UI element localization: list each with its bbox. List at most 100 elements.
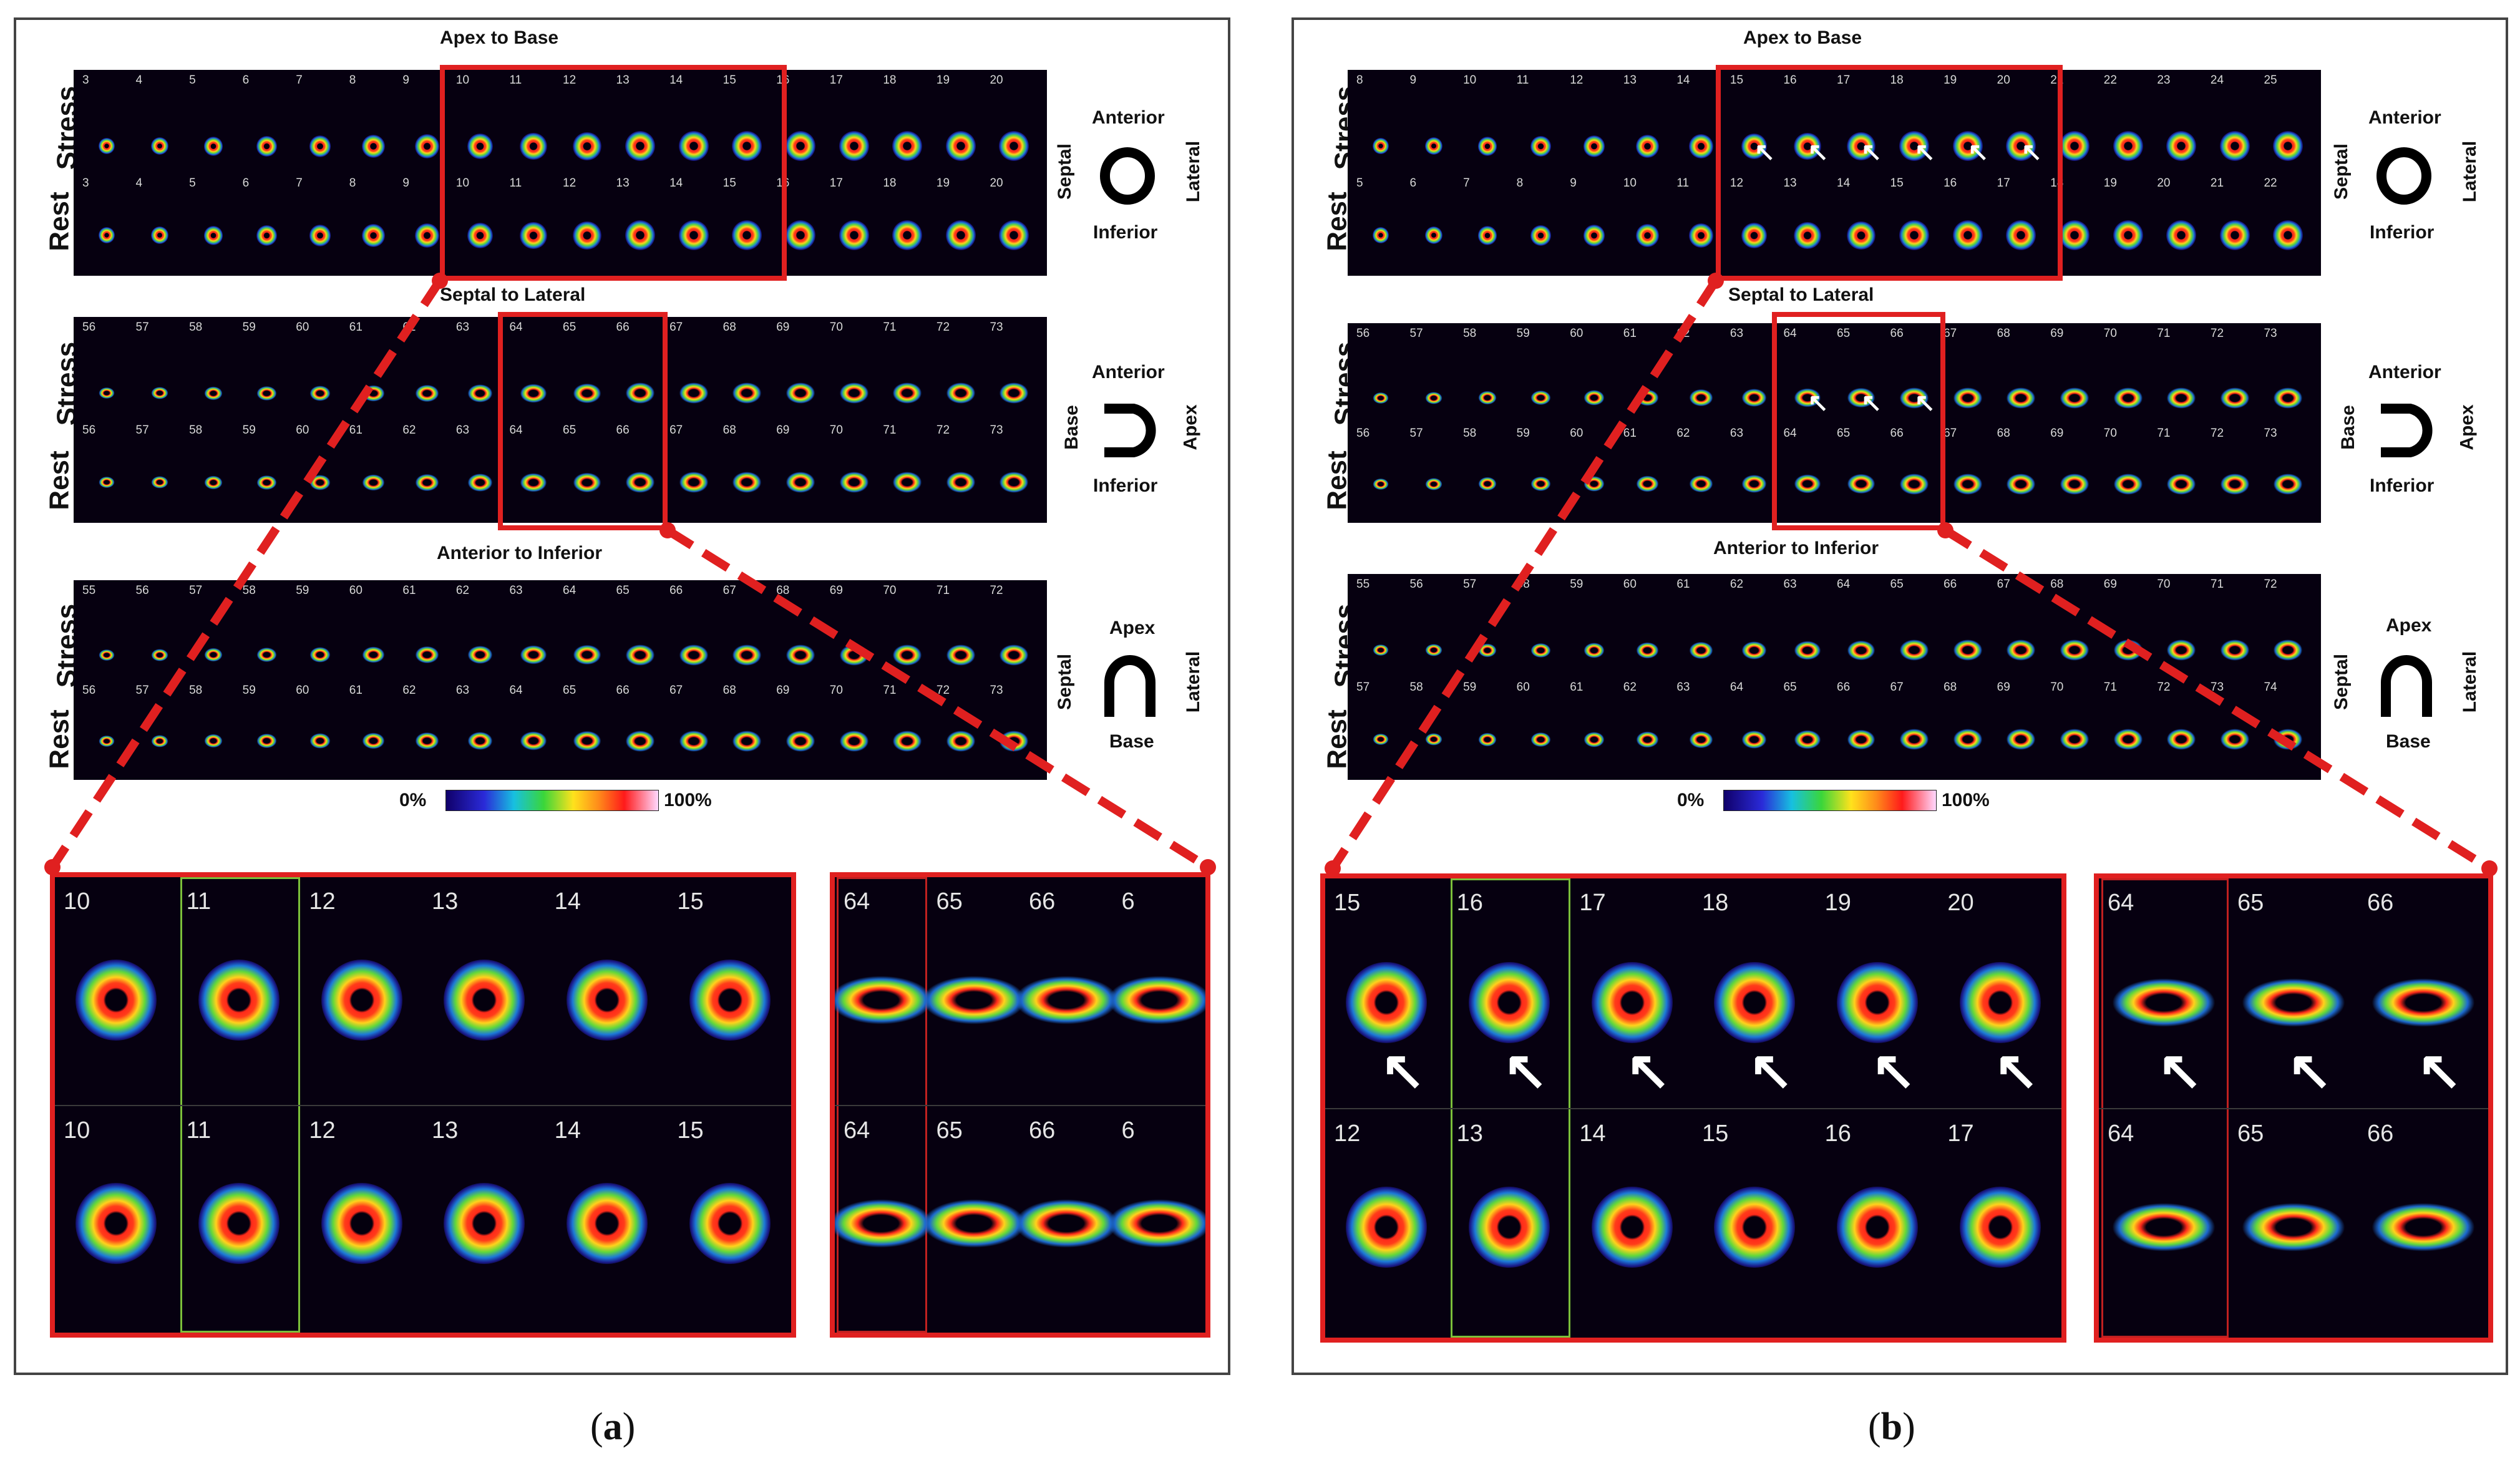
short-axis-ring-icon [2376,147,2431,205]
defect-arrow-icon: ↖ [1993,1040,2039,1101]
slice-number: 69 [2050,327,2064,340]
perfusion-slice-image [467,133,494,160]
slice-number: 11 [1676,177,1690,190]
perfusion-slice-image [467,469,494,496]
slice-number: 20 [2157,177,2171,190]
perfusion-slice-image [321,1182,402,1264]
perfusion-slice-image [625,639,656,670]
slice-number: 4 [135,74,143,87]
slice-number: 61 [1623,327,1637,340]
slice-number: 55 [1356,578,1370,591]
perfusion-slice-image [2006,220,2036,251]
slice-number: 66 [616,684,630,697]
perfusion-slice-image [309,225,331,246]
perfusion-slice-image [2006,724,2036,755]
perfusion-slice-image [1952,469,1983,499]
perfusion-slice-image [1425,731,1443,749]
slice-number: 57 [135,424,149,437]
slice-number: 64 [2108,890,2134,916]
slice-number: 70 [2103,427,2117,440]
panel-b-title-apex-to-base: Apex to Base [1743,27,1862,48]
perfusion-slice-image [1952,635,1983,666]
slice-number: 70 [2050,681,2064,694]
perfusion-slice-image [1636,223,1660,247]
perfusion-slice-image [2060,469,2089,499]
perfusion-slice-image [1952,220,1983,251]
orientation-top-label: Anterior [2368,107,2441,128]
slice-number: 11 [186,1117,212,1144]
slice-number: 9 [402,74,409,87]
perfusion-slice-image [1425,475,1443,493]
perfusion-slice-image [309,644,331,666]
perfusion-slice-image [2219,382,2250,413]
perfusion-slice-image [1372,138,1389,155]
slice-number: 18 [1702,890,1729,916]
perfusion-slice-image [151,732,169,750]
perfusion-slice-image [1846,383,1875,412]
perfusion-slice-image [1583,387,1605,409]
perfusion-slice-image [1372,389,1389,406]
perfusion-slice-image [256,472,277,493]
panel-a-title-anterior-to-inferior: Anterior to Inferior [437,543,603,563]
slice-number: 64 [1783,327,1797,340]
perfusion-slice-image [2166,382,2197,413]
slice-number: 69 [2050,427,2064,440]
slice-number: 14 [1579,1120,1606,1147]
perfusion-slice-image [1846,132,1875,161]
slice-number: 8 [349,74,356,87]
slice-number: 65 [936,888,963,915]
slice-number: 58 [189,321,203,334]
colorbar [445,790,659,811]
perfusion-slice-image [1372,475,1389,492]
perfusion-slice-image [1714,961,1796,1043]
slice-number: 63 [509,584,523,597]
perfusion-slice-image [151,226,169,245]
slice-number: 62 [1729,578,1744,591]
perfusion-slice-image [362,134,386,158]
perfusion-slice-image [1583,639,1605,661]
perfusion-slice-image [414,470,439,495]
slice-number: 72 [990,584,1003,597]
slice-number: 66 [1890,327,1904,340]
slice-number: 70 [829,684,843,697]
slice-number: 12 [1570,74,1584,87]
perfusion-slice-image [625,131,656,162]
slice-number: 19 [1824,890,1851,916]
perfusion-slice-image [98,474,115,491]
perfusion-slice-image [1530,474,1551,494]
perfusion-slice-image [2060,382,2089,413]
caption-letter: a [603,1406,623,1448]
perfusion-slice-image [1952,131,1983,162]
slice-number: 7 [296,74,303,87]
panel-b-hla-selection-box [1772,312,1945,530]
slice-number: 18 [883,74,897,87]
perfusion-slice-image [2370,1193,2476,1262]
slice-number: 68 [1997,327,2010,340]
slice-number: 13 [616,74,630,87]
perfusion-slice-image [2219,220,2250,251]
slice-number: 65 [1890,578,1904,591]
perfusion-slice-image [203,137,223,156]
slice-number: 71 [2157,427,2171,440]
orientation-top-label: Anterior [1092,107,1165,128]
perfusion-slice-image [1477,388,1497,407]
perfusion-slice-image [2060,724,2089,755]
perfusion-slice-image [1372,731,1389,748]
defect-arrow-icon: ↖ [2158,1040,2203,1101]
slice-number: 15 [722,177,736,190]
slice-number: 9 [1570,177,1577,190]
slice-number: 59 [1516,427,1530,440]
perfusion-slice-image [1346,961,1428,1043]
colorbar-min-label: 0% [399,790,427,810]
perfusion-slice-image [1741,133,1768,160]
defect-arrow-icon: ↖ [1861,139,1882,166]
slice-number: 10 [455,177,470,190]
perfusion-slice-image [362,470,386,494]
slice-number: 64 [563,584,576,597]
slice-number: 60 [349,584,362,597]
slice-number: 22 [2264,177,2277,190]
perfusion-slice-image [625,220,656,251]
perfusion-slice-image [572,640,601,669]
